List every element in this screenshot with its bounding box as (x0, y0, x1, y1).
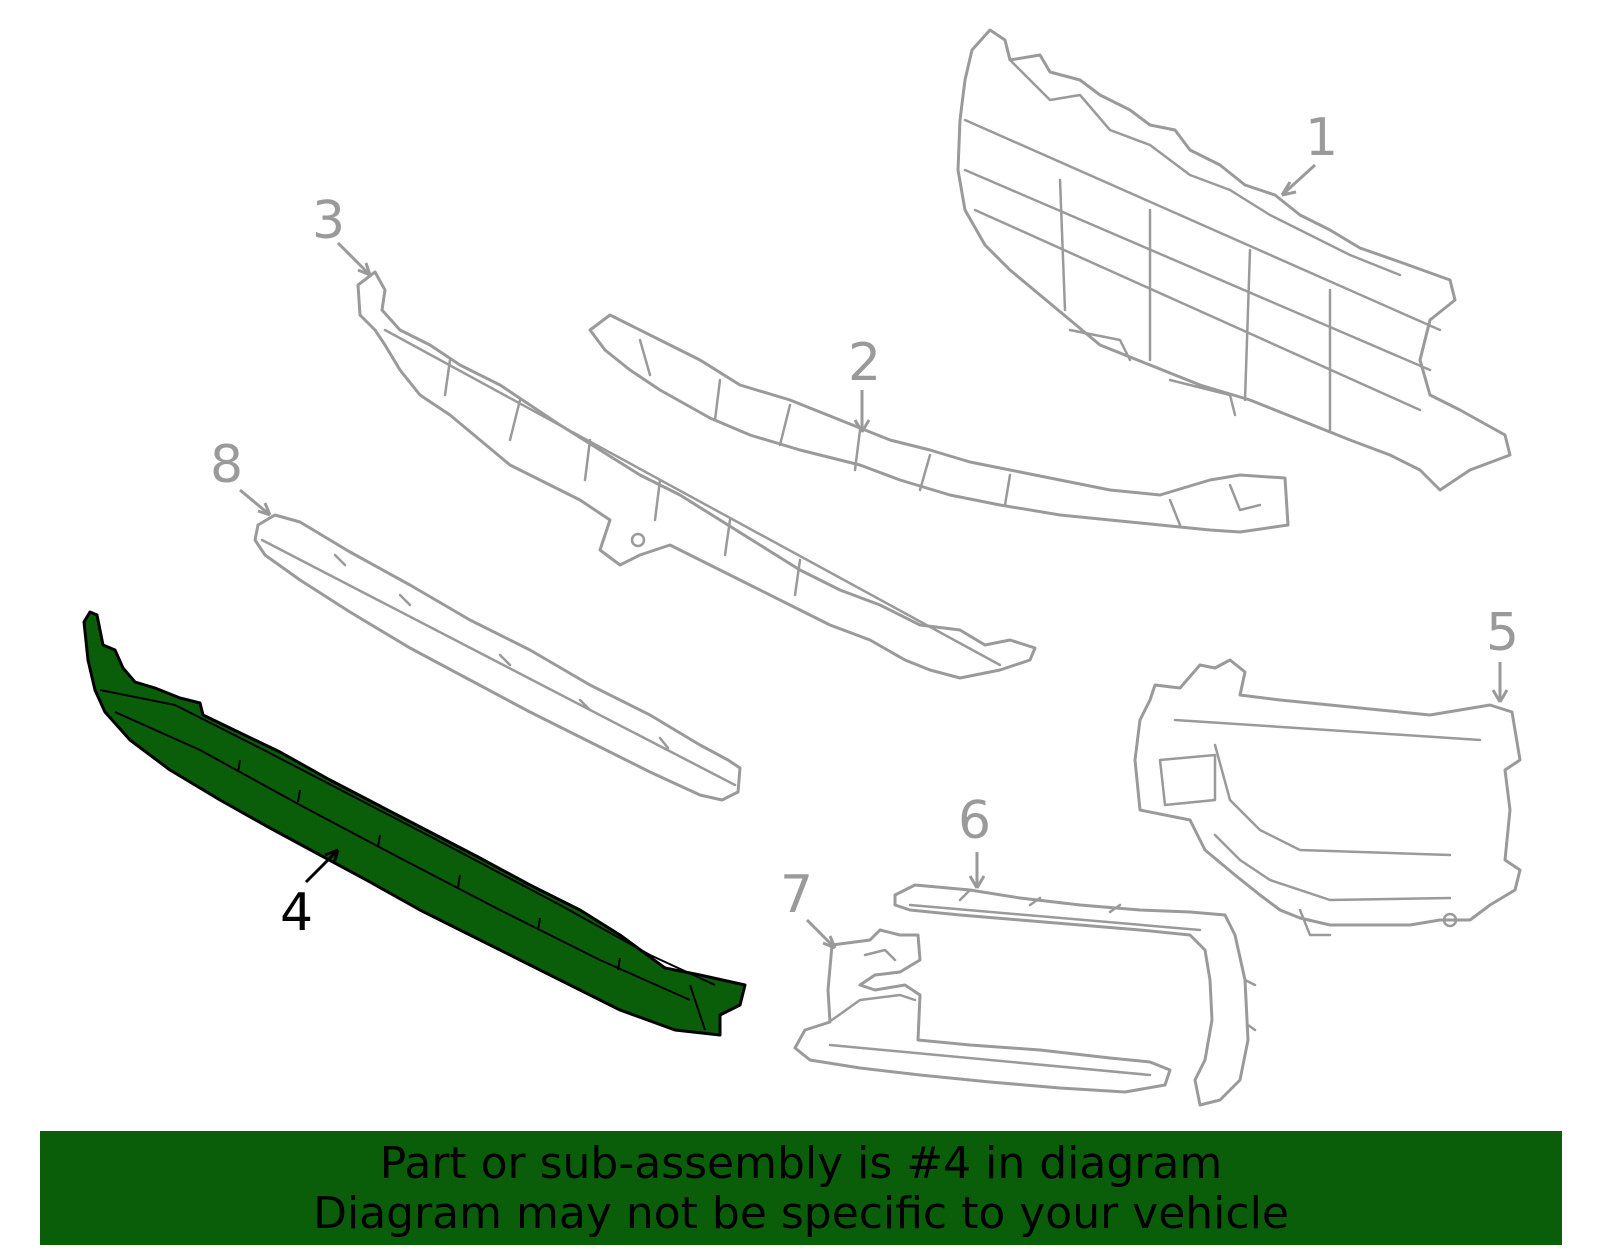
leader-8 (239, 488, 271, 517)
leader-1-head (1280, 181, 1297, 197)
callout-6: 6 (958, 791, 991, 851)
callout-5: 5 (1486, 603, 1519, 663)
part-2-bracket[interactable] (588, 313, 1290, 534)
info-banner: Part or sub-assembly is #4 in diagram Di… (40, 1131, 1562, 1245)
leader-3 (336, 241, 372, 277)
leader-4 (304, 848, 340, 884)
part-3-absorber[interactable] (356, 270, 1037, 680)
part-8-strip[interactable] (253, 513, 742, 802)
callout-3: 3 (312, 191, 345, 251)
leader-8-head (257, 502, 272, 517)
leader-6-head (968, 875, 986, 889)
part-1-grille[interactable] (956, 28, 1512, 492)
leader-5-head (1491, 689, 1509, 703)
leader-2-head (853, 419, 871, 433)
callout-1: 1 (1305, 108, 1338, 168)
leader-7-head (822, 935, 837, 950)
leader-4-head (324, 848, 340, 864)
parts-diagram: 1 2 3 4 5 6 7 8 (82, 28, 1522, 1107)
leader-7 (805, 918, 837, 950)
callout-2: 2 (848, 333, 881, 393)
callout-8: 8 (210, 435, 243, 495)
part-5-housing[interactable] (1133, 658, 1522, 937)
leader-lines (239, 163, 1509, 950)
banner-line-2: Diagram may not be specific to your vehi… (313, 1188, 1289, 1239)
part-6-trim[interactable] (893, 883, 1257, 1107)
leader-1 (1280, 163, 1317, 197)
callout-4: 4 (280, 883, 313, 943)
callout-7: 7 (780, 865, 813, 925)
part-4-deflector[interactable] (82, 610, 747, 1037)
banner-line-1: Part or sub-assembly is #4 in diagram (379, 1138, 1223, 1189)
part-7-bracket[interactable] (793, 928, 1172, 1094)
leader-3-head (357, 262, 372, 277)
